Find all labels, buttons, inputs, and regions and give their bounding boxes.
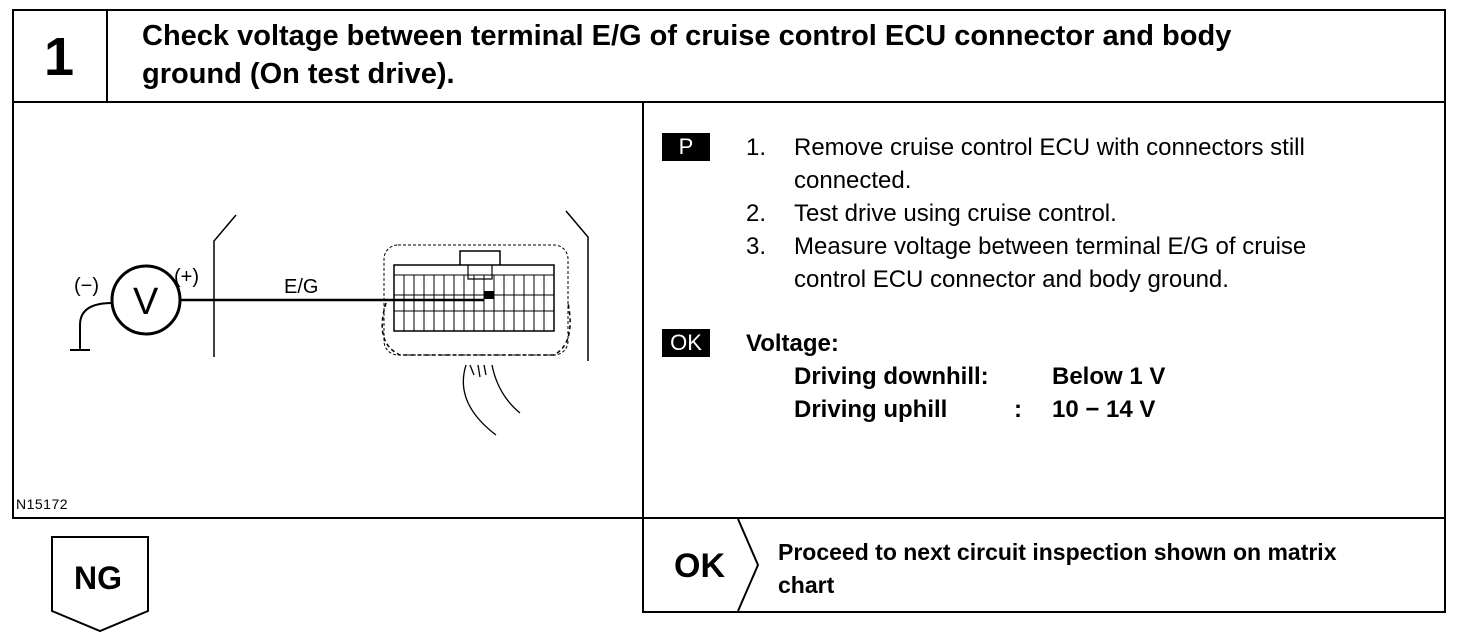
ok-result-label: OK [674, 547, 725, 585]
step-title-line-1: Check voltage between terminal E/G of cr… [142, 20, 1232, 52]
step-number: 1 [44, 27, 75, 87]
voltage-heading: Voltage: [746, 330, 839, 357]
procedure-step-text: Measure voltage between terminal E/G of … [794, 233, 1307, 260]
ok-result-box [642, 517, 1446, 613]
ng-arrow-box [51, 536, 149, 633]
procedure-steps: 1. Remove cruise control ECU with connec… [746, 131, 1306, 296]
ok-result-text-line-1: Proceed to next circuit inspection shown… [778, 539, 1337, 565]
procedure-step-text: Test drive using cruise control. [794, 200, 1117, 227]
wiring-diagram [70, 210, 589, 436]
diagram-panel [12, 101, 644, 519]
step-number-divider [106, 9, 108, 103]
ok-spec-tag: OK [662, 329, 710, 357]
procedure-step-text-cont: control ECU connector and body ground. [794, 266, 1229, 293]
procedure-step: 3. Measure voltage between terminal E/G … [746, 230, 1306, 296]
procedure-step-number: 3. [746, 233, 767, 260]
figure-id: N15172 [16, 496, 69, 512]
ok-chevron-icon [737, 519, 760, 611]
ecu-housing-outline [213, 210, 589, 361]
procedure-step-text: Remove cruise control ECU with connector… [794, 134, 1305, 161]
procedure-step-number: 1. [746, 134, 767, 161]
wire-harness-icon [462, 364, 521, 436]
procedure-step-text-cont: connected. [794, 167, 912, 194]
positive-terminal-label: (+) [174, 266, 199, 288]
spec-condition-downhill: Driving downhill: [794, 363, 989, 390]
ecu-connector-icon [381, 244, 571, 356]
spec-condition-uphill: Driving uphill [794, 396, 948, 423]
procedure-step: 2. Test drive using cruise control. [746, 197, 1306, 230]
ground-symbol-icon [70, 302, 113, 351]
procedure-step-number: 2. [746, 200, 767, 227]
ok-result-text-line-2: chart [778, 572, 835, 598]
eg-terminal-label: E/G [284, 276, 319, 298]
voltmeter-symbol: V [133, 281, 159, 323]
negative-terminal-label: (−) [74, 275, 99, 297]
ng-result-label: NG [74, 560, 122, 596]
procedure-tag: P [662, 133, 710, 161]
spec-separator-uphill: : [1014, 396, 1022, 423]
spec-value-uphill: 10 − 14 V [1052, 396, 1156, 423]
procedure-step: 1. Remove cruise control ECU with connec… [746, 131, 1306, 197]
step-title-line-2: ground (On test drive). [142, 58, 455, 90]
spec-value-downhill: Below 1 V [1052, 363, 1166, 390]
